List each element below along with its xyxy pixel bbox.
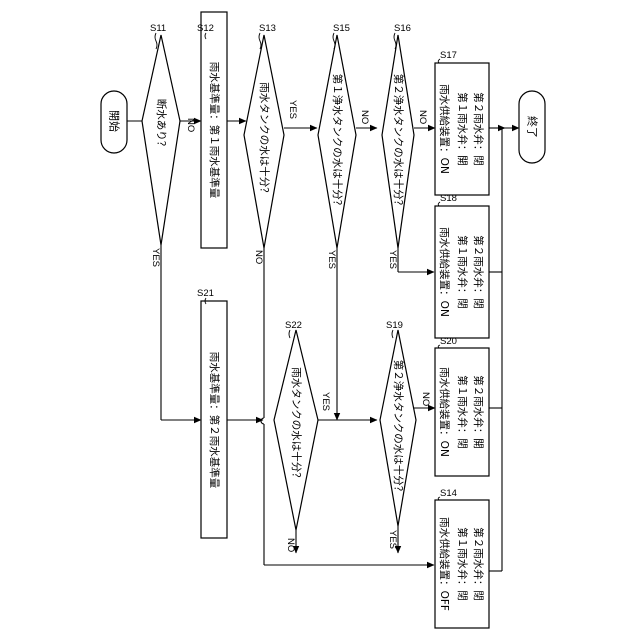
- step-s14: S14: [440, 488, 457, 499]
- step-s16: S16: [394, 23, 411, 34]
- decision-s22-text: 雨水タンクの水は十分？: [290, 367, 303, 483]
- edge-crossover: [261, 418, 264, 424]
- label-s16-no: NO: [417, 110, 428, 124]
- process-s20-line1: 雨水供給装置：ON: [438, 367, 451, 457]
- decision-s11: 断水あり？: [142, 35, 180, 245]
- process-s17-line3: 第２雨水弁：閉: [472, 92, 485, 166]
- process-s21-text: 雨水基準量：第２雨水基準量: [208, 352, 221, 489]
- process-s14: 雨水供給装置：OFF 第１雨水弁：閉 第２雨水弁：閉: [435, 500, 489, 628]
- process-s17-line2: 第１雨水弁：開: [456, 92, 469, 166]
- decision-s19-text: 第２浄水タンクの水は十分？: [392, 360, 405, 497]
- step-s20: S20: [440, 336, 457, 347]
- leader-s15: [333, 33, 335, 49]
- step-s12: S12: [197, 23, 214, 34]
- leader-s13: [259, 33, 261, 49]
- leader-s19: [392, 330, 393, 338]
- process-s14-line1: 雨水供給装置：OFF: [438, 517, 451, 611]
- step-s13: S13: [259, 23, 276, 34]
- process-s18-line3: 第２雨水弁：閉: [472, 235, 485, 309]
- process-s20: 雨水供給装置：ON 第１雨水弁：閉 第２雨水弁：開: [435, 348, 489, 476]
- process-s18-line1: 雨水供給装置：ON: [438, 227, 451, 317]
- label-s22-yes: YES: [320, 392, 331, 411]
- label-s13-no: NO: [253, 250, 264, 264]
- step-s19: S19: [386, 320, 403, 331]
- process-s17-line1: 雨水供給装置：ON: [438, 84, 451, 174]
- label-s11-no: NO: [185, 118, 196, 132]
- step-s11: S11: [150, 23, 166, 34]
- step-s18: S18: [440, 193, 457, 204]
- label-s15-no: NO: [359, 110, 370, 124]
- process-s17: 雨水供給装置：ON 第１雨水弁：開 第２雨水弁：閉: [435, 63, 489, 195]
- terminal-start: 開始: [101, 91, 127, 153]
- decision-s13-text: 雨水タンクの水は十分？: [258, 82, 271, 198]
- label-s11-yes: YES: [150, 248, 161, 267]
- process-s21: 雨水基準量：第２雨水基準量: [201, 301, 227, 538]
- decision-s19: 第２浄水タンクの水は十分？: [380, 330, 416, 526]
- step-s22: S22: [285, 320, 302, 331]
- step-s21: S21: [197, 288, 214, 299]
- decision-s22: 雨水タンクの水は十分？: [274, 330, 318, 530]
- leader-s18: [438, 202, 440, 206]
- decision-s11-text: 断水あり？: [155, 99, 168, 152]
- leader-s11: [155, 33, 157, 49]
- start-label: 開始: [108, 110, 122, 132]
- process-s18: 雨水供給装置：ON 第１雨水弁：閉 第２雨水弁：閉: [435, 206, 489, 338]
- label-s15-yes: YES: [326, 250, 337, 269]
- process-s20-line2: 第１雨水弁：閉: [456, 375, 469, 449]
- terminal-end: 終了: [519, 91, 545, 163]
- step-s17: S17: [440, 50, 457, 61]
- process-s18-line2: 第１雨水弁：閉: [456, 235, 469, 309]
- leader-s22: [289, 330, 290, 338]
- decision-s15: 第１浄水タンクの水は十分？: [318, 35, 356, 248]
- label-s13-yes: YES: [287, 100, 298, 119]
- label-s19-no: NO: [420, 392, 431, 406]
- decision-s16: 第２浄水タンクの水は十分？: [382, 35, 414, 248]
- step-s15: S15: [333, 23, 350, 34]
- process-s20-line3: 第２雨水弁：開: [472, 375, 485, 449]
- leader-s16: [394, 33, 396, 49]
- process-s12: 雨水基準量：第１雨水基準量: [201, 12, 227, 248]
- label-s19-yes: YES: [387, 530, 398, 549]
- label-s16-yes: YES: [387, 250, 398, 269]
- label-s22-no: NO: [285, 538, 296, 552]
- process-s14-line2: 第１雨水弁：閉: [456, 527, 469, 601]
- end-label: 終了: [526, 116, 540, 138]
- process-s14-line3: 第２雨水弁：閉: [472, 527, 485, 601]
- decision-s13: 雨水タンクの水は十分？: [244, 35, 284, 248]
- process-s12-text: 雨水基準量：第１雨水基準量: [208, 62, 221, 199]
- decision-s16-text: 第２浄水タンクの水は十分？: [392, 74, 405, 211]
- decision-s15-text: 第１浄水タンクの水は十分？: [331, 74, 344, 211]
